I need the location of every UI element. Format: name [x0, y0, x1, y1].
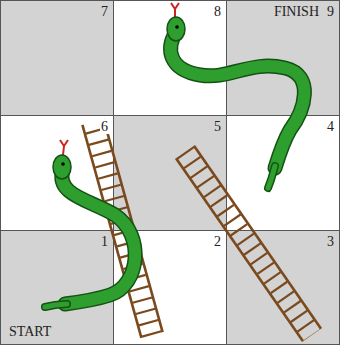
- snake: [167, 3, 304, 188]
- square-label: FINISH: [273, 4, 320, 19]
- ladder: [82, 119, 162, 338]
- text-anchor: 1: [100, 234, 109, 249]
- text-anchor: 6: [100, 119, 109, 134]
- text-anchor: 8: [213, 4, 222, 19]
- square-number: 5: [213, 119, 222, 134]
- square-number: 6: [100, 119, 109, 134]
- text-anchor: START: [8, 324, 52, 339]
- board-square: 5: [113, 115, 227, 231]
- square-label: START: [8, 324, 52, 339]
- board-square: 2: [113, 230, 227, 345]
- ladder: [176, 146, 321, 342]
- board-square: 1START: [0, 230, 114, 345]
- square-number: 7: [100, 4, 109, 19]
- text-anchor: 4: [326, 119, 335, 134]
- board-square: 6: [0, 115, 114, 231]
- board-square: 7: [0, 0, 114, 116]
- square-number: 8: [213, 4, 222, 19]
- board-square: 4: [226, 115, 340, 231]
- text-anchor: FINISH 9: [273, 4, 335, 19]
- board-square: 3: [226, 230, 340, 345]
- board-square: 8: [113, 0, 227, 116]
- snake: [45, 140, 135, 307]
- square-number: 3: [326, 234, 335, 249]
- text-anchor: 5: [213, 119, 222, 134]
- text-anchor: 2: [213, 234, 222, 249]
- square-number: 1: [100, 234, 109, 249]
- text-anchor: 7: [100, 4, 109, 19]
- square-number: 2: [213, 234, 222, 249]
- square-number: 4: [326, 119, 335, 134]
- board-square: FINISH 9: [226, 0, 340, 116]
- square-number: 9: [326, 4, 335, 19]
- text-anchor: 3: [326, 234, 335, 249]
